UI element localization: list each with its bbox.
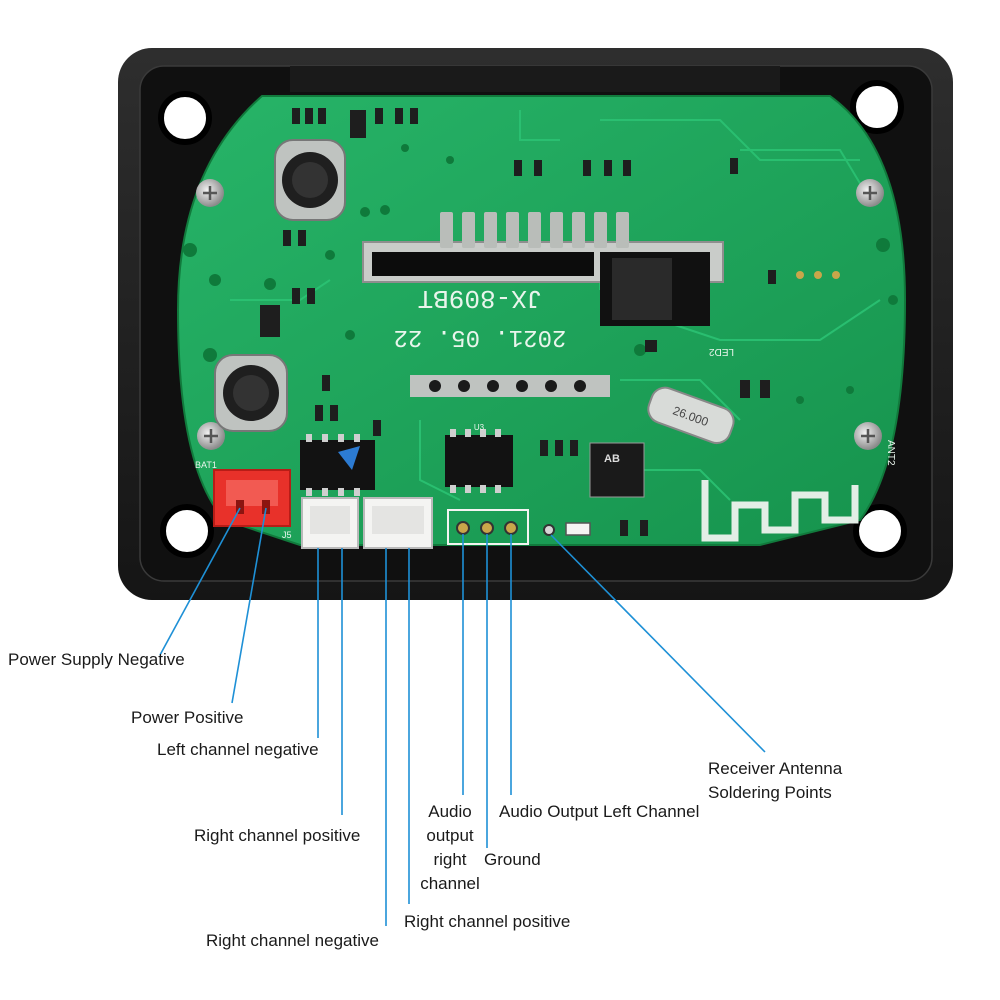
leader-power-supply-negative xyxy=(159,507,241,656)
label-line: Soldering Points xyxy=(708,783,832,802)
screw xyxy=(854,422,882,450)
mount-hole xyxy=(850,80,904,134)
pcb-antenna: ANT2 xyxy=(701,440,896,542)
silkscreen-text: 2021. 05. 22 JX-809BT xyxy=(394,283,567,350)
label-audio-output-right-channel: Audio output right channel xyxy=(410,800,490,896)
label-line: Receiver Antenna xyxy=(708,759,843,778)
label-line: output xyxy=(426,826,474,845)
pcb: 2021. 05. 22 JX-809BT xyxy=(176,95,907,549)
leader-receiver-antenna xyxy=(550,534,766,753)
label-power-supply-negative: Power Supply Negative xyxy=(8,650,185,669)
smd-components xyxy=(260,108,776,536)
label-ground: Ground xyxy=(484,850,541,869)
mount-hole xyxy=(853,504,907,558)
model-text: JX-809BT xyxy=(418,283,543,313)
vias xyxy=(183,144,898,404)
antenna-solder-point xyxy=(543,524,555,536)
header-pads xyxy=(410,375,610,397)
sd-card-slot xyxy=(362,212,724,326)
right-speaker-connector xyxy=(363,497,433,549)
u3-label: U3 xyxy=(474,423,485,432)
power-connector xyxy=(213,469,291,527)
j5-ref: J5 xyxy=(282,530,292,540)
led-component xyxy=(565,522,591,536)
led-ref: LED2 xyxy=(709,346,734,357)
label-line: channel xyxy=(420,874,480,893)
leader-lines xyxy=(159,507,766,926)
screw xyxy=(196,179,224,207)
screw xyxy=(197,422,225,450)
u3-ic: U3 xyxy=(445,423,513,493)
screw xyxy=(856,179,884,207)
label-right-channel-positive-1: Right channel positive xyxy=(194,826,361,845)
label-left-channel-negative: Left channel negative xyxy=(157,740,319,759)
inductor xyxy=(214,354,288,432)
amplifier-ic xyxy=(300,434,375,496)
mount-hole xyxy=(158,91,212,145)
label-right-channel-negative: Right channel negative xyxy=(206,931,379,950)
antenna-ref: ANT2 xyxy=(885,440,896,466)
label-line: Audio xyxy=(428,802,472,821)
label-receiver-antenna: Receiver Antenna Soldering Points xyxy=(708,757,842,805)
mount-hole xyxy=(160,504,214,558)
battery-ref: BAT1 xyxy=(195,460,217,470)
date-text: 2021. 05. 22 xyxy=(394,323,567,350)
inductor xyxy=(274,139,346,221)
label-audio-output-left-channel: Audio Output Left Channel xyxy=(499,802,700,821)
leader-power-positive xyxy=(231,507,267,704)
bluetooth-ic: AB xyxy=(589,442,645,498)
label-power-positive: Power Positive xyxy=(131,708,244,727)
left-speaker-connector xyxy=(301,497,359,549)
label-right-channel-positive-2: Right channel positive xyxy=(404,912,571,931)
crystal: 26.000 xyxy=(647,386,735,445)
ic-brand: AB xyxy=(604,453,620,465)
label-line: right xyxy=(433,850,467,869)
